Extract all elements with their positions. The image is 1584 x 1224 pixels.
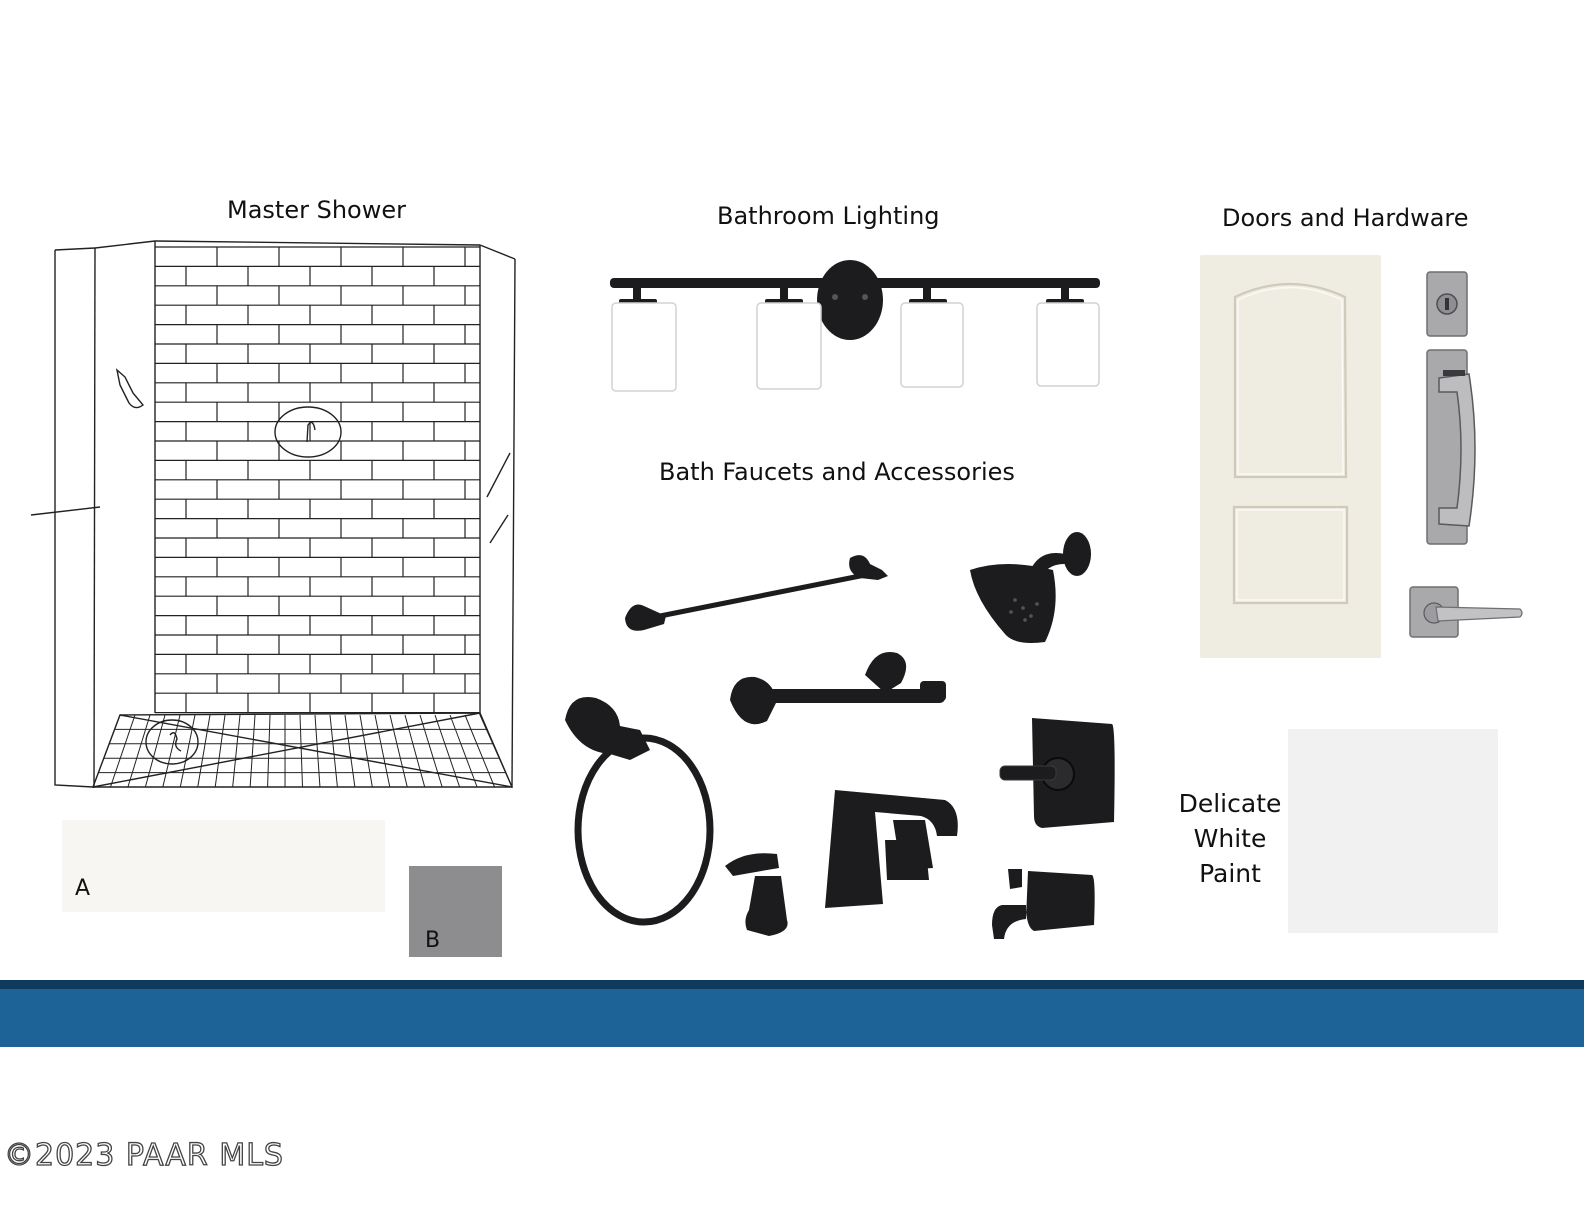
deadbolt-image [1426, 271, 1468, 337]
door-lever-image [1409, 586, 1523, 638]
shower-valve-image [999, 718, 1115, 828]
door-image [1200, 255, 1381, 658]
watermark: ©2023 PAAR MLS [3, 1137, 284, 1173]
master-shower-title: Master Shower [227, 196, 406, 224]
footer-band [0, 989, 1584, 1047]
towel-bar-image [625, 555, 888, 631]
swatch-a-label: A [75, 876, 91, 901]
paint-label-line1: Delicate [1178, 789, 1282, 818]
shower-head-image [970, 532, 1091, 643]
paint-label: Delicate White Paint [1170, 786, 1290, 891]
footer-band-dark [0, 980, 1584, 989]
tub-spout-image [992, 869, 1095, 939]
paint-swatch [1288, 729, 1498, 933]
doors-hardware-title: Doors and Hardware [1222, 204, 1469, 232]
paper-holder-image [730, 651, 946, 725]
handleset-image [1426, 349, 1476, 545]
bath-faucet-image [725, 790, 958, 936]
swatch-b-label: B [425, 928, 441, 953]
bath-faucets-title: Bath Faucets and Accessories [659, 458, 1015, 486]
bathroom-lighting-title: Bathroom Lighting [717, 202, 940, 230]
shower-sketch [30, 240, 516, 789]
paint-label-line3: Paint [1199, 859, 1261, 888]
swatch-b: B [409, 866, 502, 957]
swatch-a: A [62, 820, 385, 912]
vanity-light-image [610, 260, 1100, 392]
paint-label-line2: White [1193, 824, 1267, 853]
towel-ring-image [565, 696, 714, 926]
